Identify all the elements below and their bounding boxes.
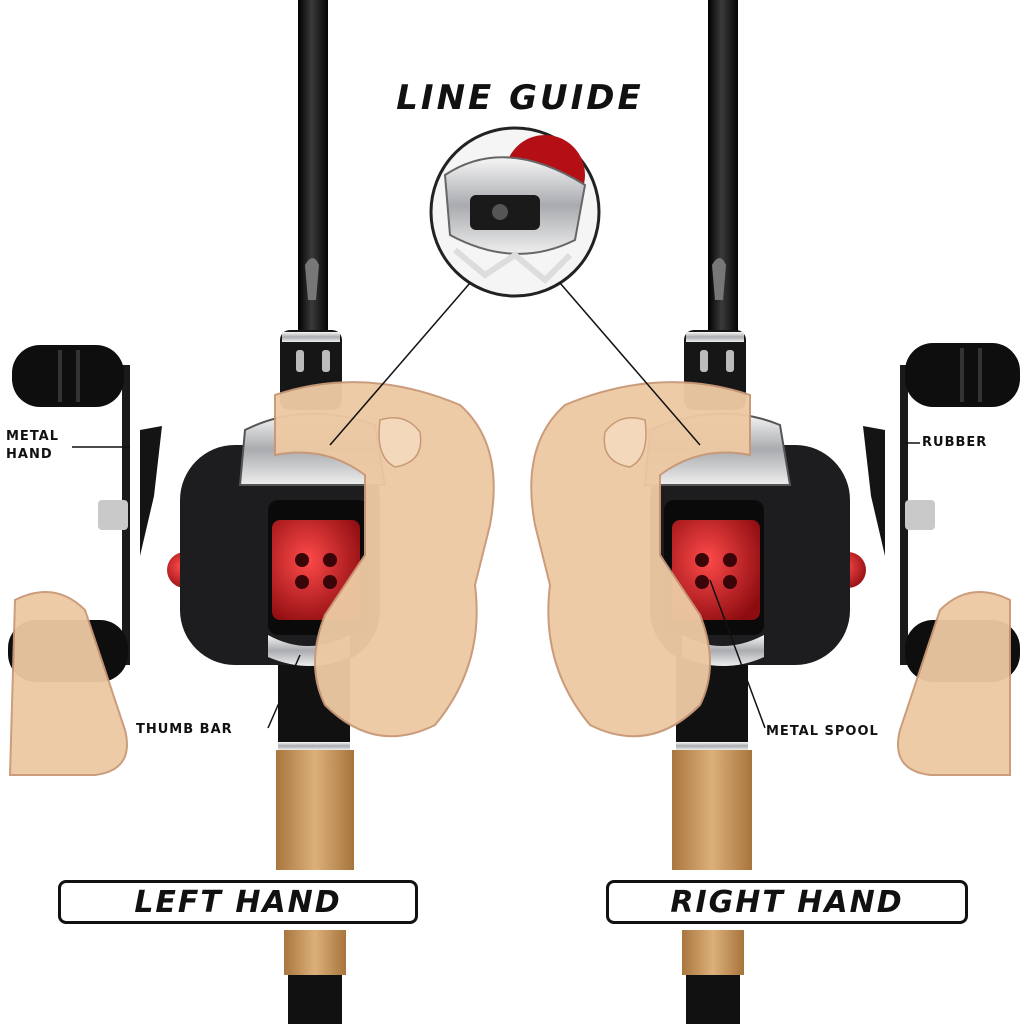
left-hand-reel xyxy=(8,0,495,1024)
left-cork-handle xyxy=(276,750,354,870)
left-rubber-knob-top xyxy=(12,345,124,407)
metal-hand-label-line1: METAL xyxy=(6,429,60,444)
metal-spool-label: METAL SPOOL xyxy=(766,724,879,739)
right-hand-caption: RIGHT HAND xyxy=(606,880,968,924)
line-guide-title: LINE GUIDE xyxy=(396,78,644,118)
metal-hand-label: METAL HAND xyxy=(6,428,59,464)
right-handle-arm xyxy=(900,365,908,665)
left-hand-caption: LEFT HAND xyxy=(58,880,418,924)
left-thumb xyxy=(8,591,128,776)
left-holding-hand xyxy=(274,381,495,738)
right-holding-hand xyxy=(530,381,751,738)
line-guide-zoom xyxy=(429,126,601,298)
right-hand-reel xyxy=(530,0,1020,1024)
left-hand-caption-text: LEFT HAND xyxy=(134,884,342,920)
left-hook-keeper xyxy=(305,258,319,300)
right-hand-caption-text: RIGHT HAND xyxy=(670,884,904,920)
metal-hand-label-line2: HAND xyxy=(6,447,53,462)
right-cork-handle xyxy=(672,750,752,870)
rubber-label: RUBBER xyxy=(922,435,988,450)
right-metal-spool xyxy=(672,520,760,620)
thumb-bar-label: THUMB BAR xyxy=(136,722,233,737)
right-hook-keeper xyxy=(712,258,726,300)
leader-lines xyxy=(72,282,920,729)
right-thumb xyxy=(897,591,1011,776)
